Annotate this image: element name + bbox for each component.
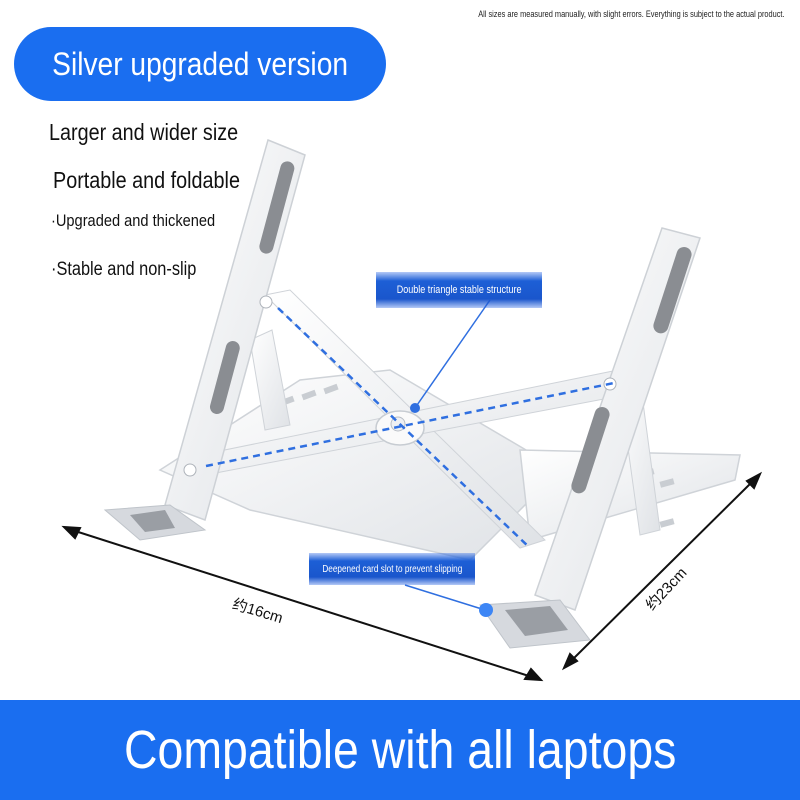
structure-callout: Double triangle stable structure	[376, 272, 542, 308]
structure-dashed-lines	[205, 307, 615, 549]
feature-item-thickened: ·Upgraded and thickened	[51, 211, 216, 230]
depth-dimension-arrow	[561, 471, 763, 671]
laptop-stand-illustration	[61, 138, 763, 682]
disclaimer-text: All sizes are measured manually, with sl…	[477, 9, 784, 19]
structure-callout-pointer	[414, 299, 491, 409]
right-arm-pad-bottom	[571, 406, 610, 494]
feature-item-size: Larger and wider size	[49, 119, 239, 145]
slot-callout: Deepened card slot to prevent slipping	[309, 553, 475, 585]
compatibility-banner-text: Compatible with all laptops	[123, 720, 677, 780]
right-arm-pad-top	[653, 246, 692, 334]
structure-callout-label: Double triangle stable structure	[396, 284, 522, 296]
compatibility-banner: Compatible with all laptops	[0, 700, 800, 800]
version-badge: Silver upgraded version	[14, 27, 386, 101]
left-arm-pad-bottom	[209, 341, 240, 414]
version-badge-label: Silver upgraded version	[52, 45, 348, 82]
width-dimension-arrow	[61, 525, 544, 682]
feature-item-non-slip: ·Stable and non-slip	[51, 259, 197, 280]
left-arm-pad-top	[259, 161, 295, 254]
slot-callout-pointer	[404, 584, 486, 611]
left-support-leg	[249, 329, 291, 431]
feature-item-portable: Portable and foldable	[53, 167, 240, 193]
slot-callout-label: Deepened card slot to prevent slipping	[322, 563, 462, 575]
